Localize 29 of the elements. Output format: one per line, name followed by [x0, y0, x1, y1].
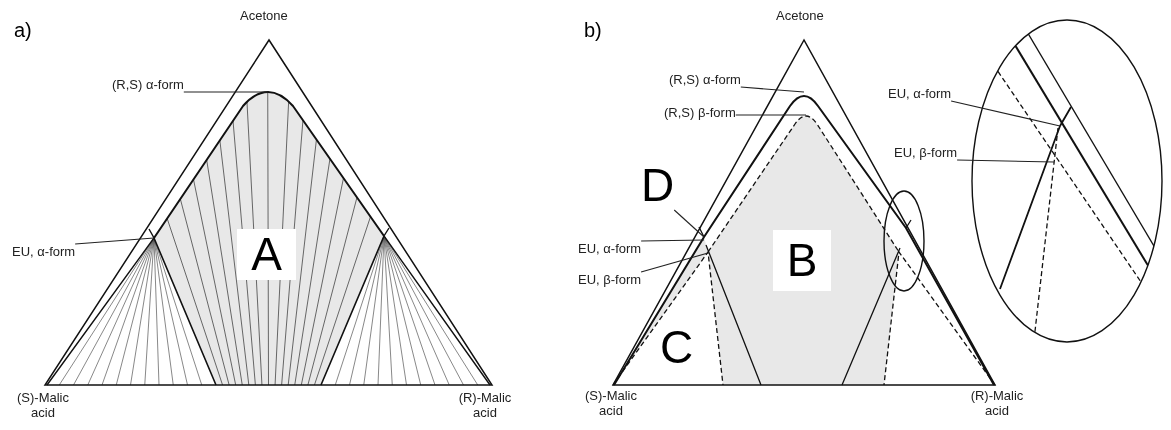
- panel-label: a): [14, 18, 32, 42]
- vertex-label: (R)-Malic acid: [969, 388, 1025, 418]
- vertex-label: (S)-Malic acid: [16, 390, 70, 420]
- callout-label: (R,S) α-form: [669, 72, 741, 87]
- leader-line: [640, 239, 705, 242]
- vertex-label: (S)-Malic acid: [584, 388, 638, 418]
- leader-line: [183, 91, 269, 93]
- vertex-label: (R)-Malic acid: [457, 390, 513, 420]
- vertex-label: Acetone: [240, 8, 288, 23]
- callout-label: EU, β-form: [894, 145, 958, 160]
- leader-line: [956, 159, 1055, 163]
- leader-line: [640, 252, 709, 273]
- leader-line: [735, 114, 807, 116]
- leader-line: [950, 100, 1061, 127]
- callout-label: EU, β-form: [578, 272, 642, 287]
- leader-line: [74, 237, 155, 245]
- leader-line: [740, 86, 805, 93]
- region-label: C: [660, 322, 694, 372]
- region-label: D: [641, 160, 675, 210]
- callout-label: EU, α-form: [12, 244, 76, 259]
- panel-label: b): [584, 18, 602, 42]
- callout-label: (R,S) α-form: [112, 77, 184, 92]
- callout-label: (R,S) β-form: [664, 105, 736, 120]
- region-label: A: [237, 229, 296, 280]
- region-label: B: [773, 230, 831, 291]
- callout-label: EU, α-form: [888, 86, 952, 101]
- vertex-label: Acetone: [776, 8, 824, 23]
- leader-line: [673, 209, 705, 238]
- callout-label: EU, α-form: [578, 241, 642, 256]
